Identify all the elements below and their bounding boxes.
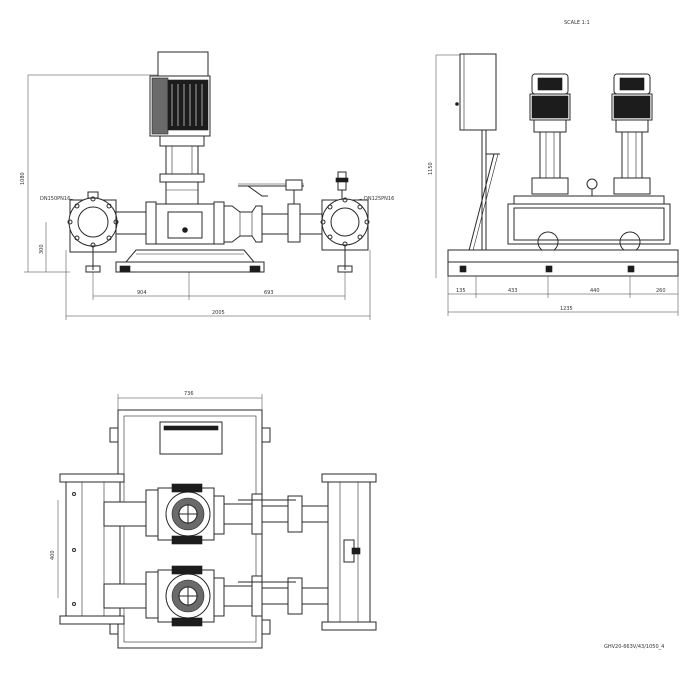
side-view: 1150 bbox=[428, 53, 679, 316]
side-total-dim: 1235 bbox=[560, 306, 573, 312]
front-inlet-dim: 300 bbox=[39, 244, 45, 254]
top-width-dim: 736 bbox=[184, 391, 194, 397]
front-total-dim: 2005 bbox=[212, 310, 225, 316]
side-dim-d: 260 bbox=[656, 288, 666, 294]
side-dim-c: 440 bbox=[590, 288, 600, 294]
side-dim-b: 433 bbox=[508, 288, 518, 294]
outlet-flange-label: DN125PN16 bbox=[364, 196, 394, 202]
scale-label: SCALE 1:1 bbox=[564, 20, 590, 26]
drawing-id: GHV20-663V/43/1050_4 bbox=[604, 644, 664, 650]
top-spacing-dim: 400 bbox=[50, 550, 56, 560]
top-view: 736 400 bbox=[50, 391, 377, 649]
front-right-dim: 693 bbox=[264, 290, 274, 296]
side-dim-a: 135 bbox=[456, 288, 466, 294]
front-view: 1080 300 DN150PN16 DN125PN16 bbox=[20, 51, 394, 320]
front-left-dim: 904 bbox=[137, 290, 147, 296]
inlet-flange-label: DN150PN16 bbox=[40, 196, 70, 202]
side-height-dim: 1150 bbox=[428, 162, 434, 175]
front-height-dim: 1080 bbox=[20, 172, 26, 185]
